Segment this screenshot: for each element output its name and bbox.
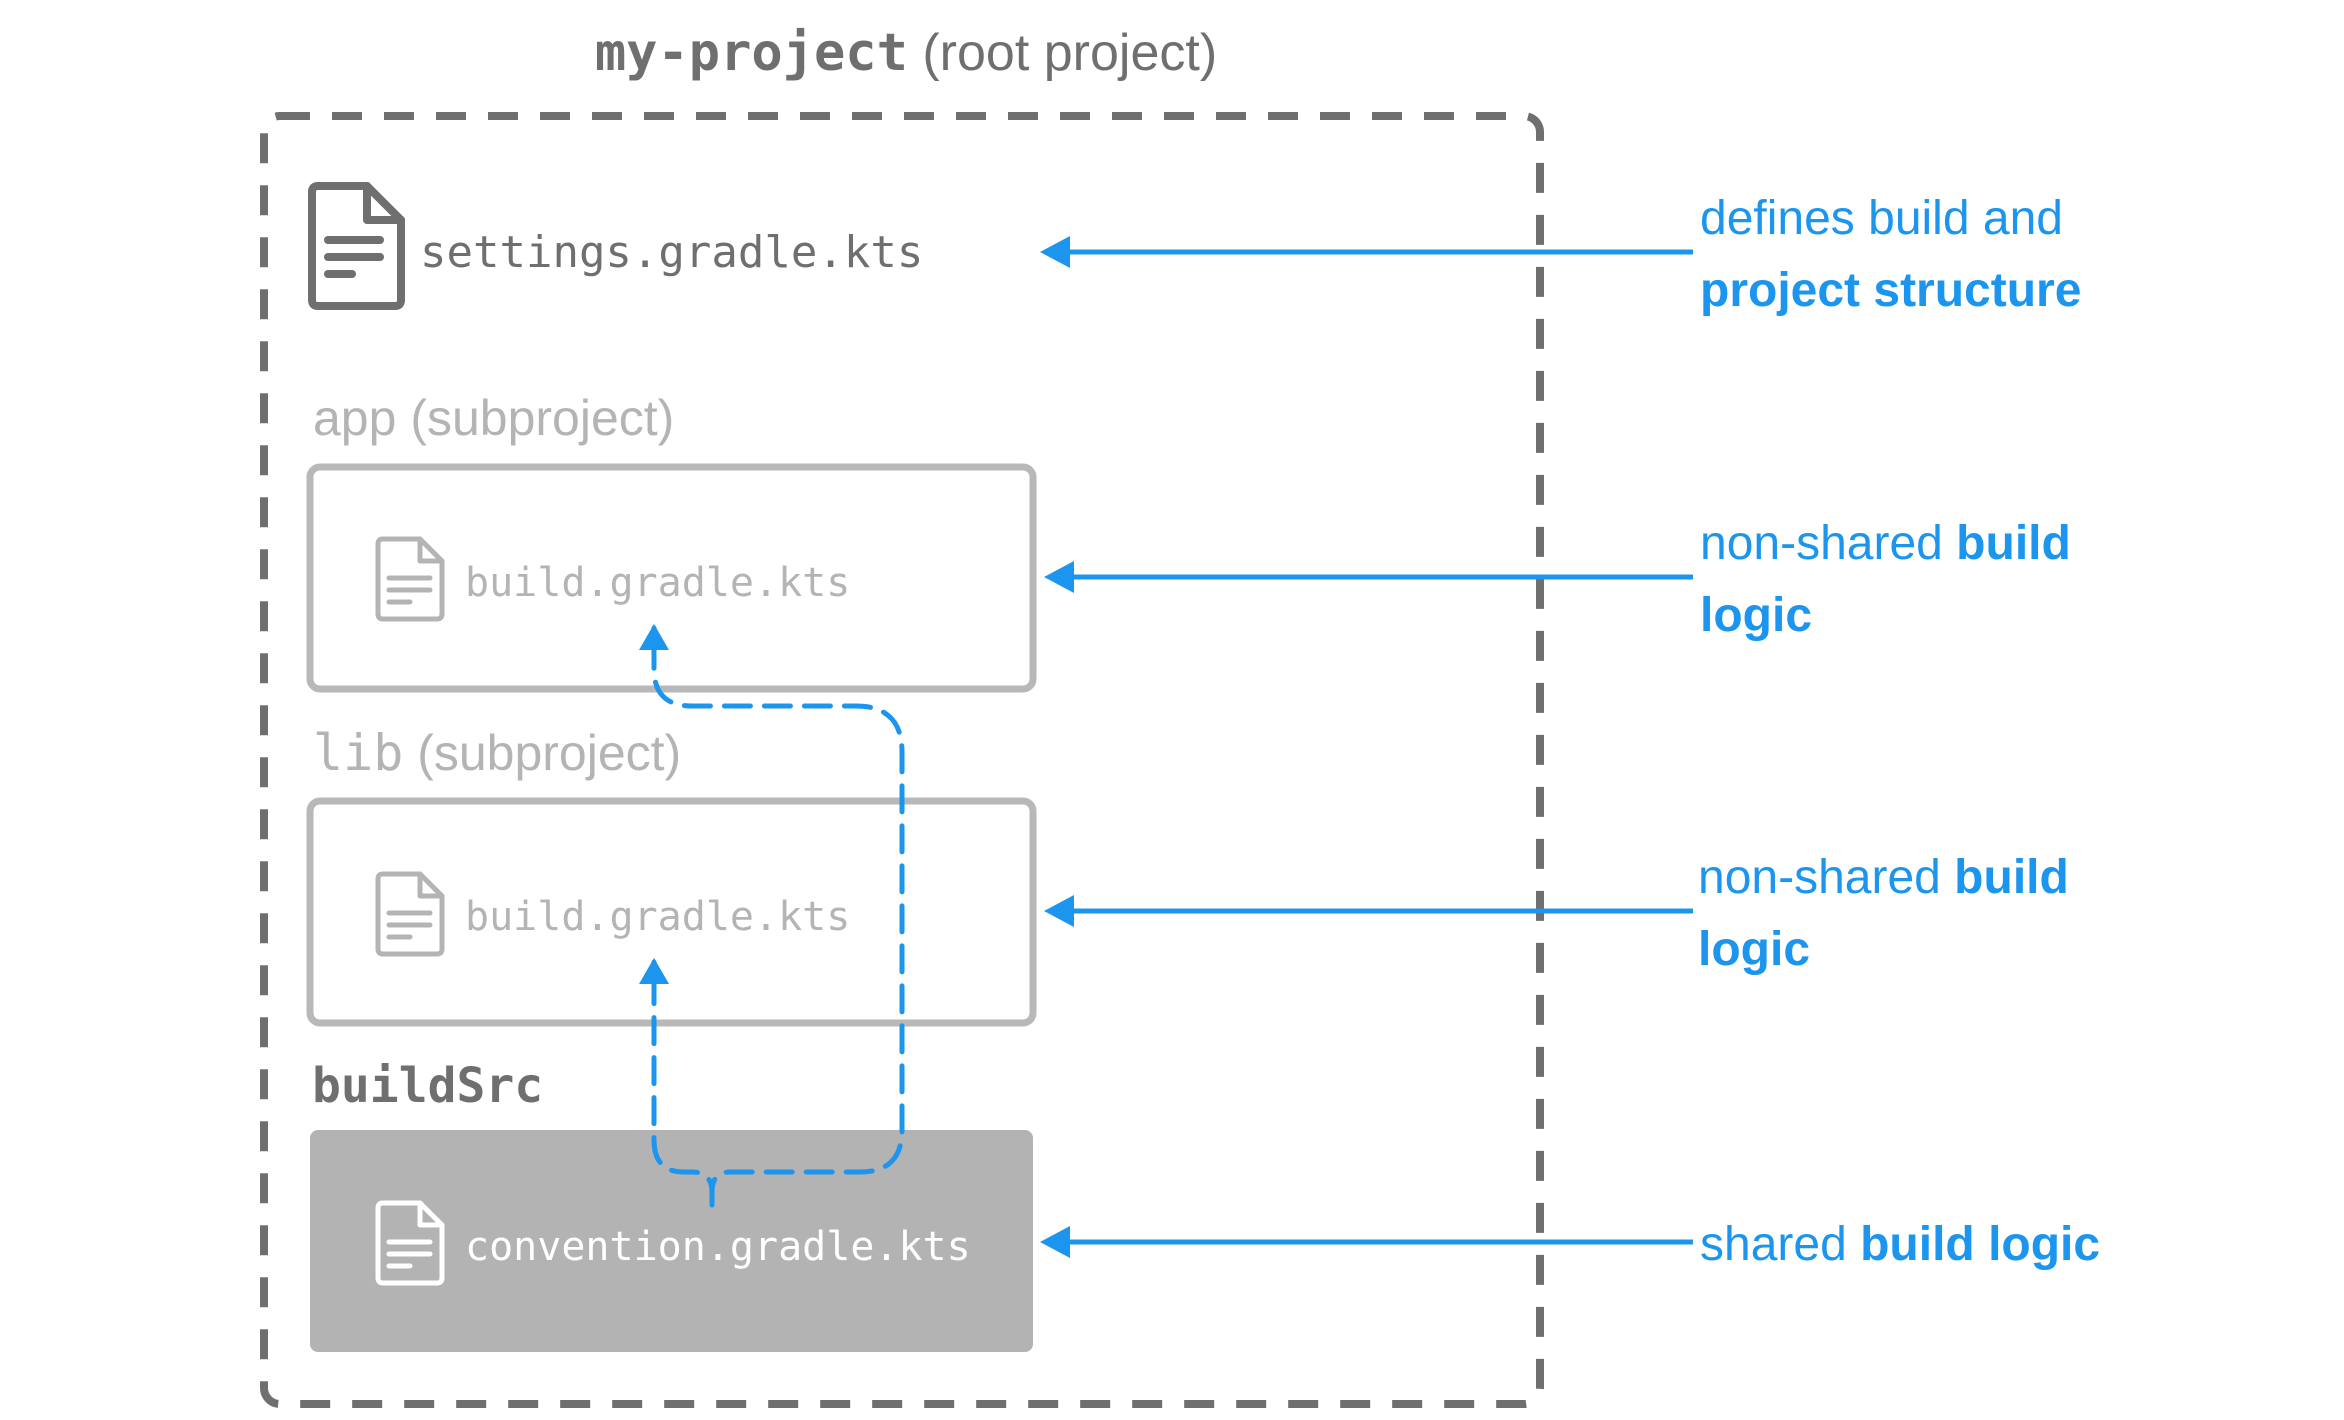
app-annotation-line2: logic bbox=[1700, 589, 1812, 642]
lib-annotation-regular: non-shared bbox=[1698, 851, 1954, 904]
app-subproject-box bbox=[306, 463, 1037, 693]
app-subproject-name: app bbox=[313, 390, 396, 446]
convention-file-icon bbox=[375, 1200, 445, 1286]
app-annotation-regular: non-shared bbox=[1700, 517, 1956, 570]
app-annotation-line1: non-shared build bbox=[1700, 517, 2071, 570]
app-build-file-icon bbox=[375, 536, 445, 622]
convention-to-app-dependency-arrow bbox=[651, 625, 905, 1208]
lib-annotation-bold: build bbox=[1954, 851, 2069, 904]
lib-build-file-label: build.gradle.kts bbox=[465, 894, 850, 940]
buildsrc-annotation-arrow bbox=[1040, 1226, 1693, 1258]
root-project-suffix: (root project) bbox=[908, 24, 1217, 82]
root-project-name: my-project bbox=[595, 23, 908, 83]
buildsrc-annotation-bold: build logic bbox=[1860, 1218, 2100, 1271]
convention-file-label: convention.gradle.kts bbox=[465, 1224, 971, 1270]
app-build-file-label: build.gradle.kts bbox=[465, 560, 850, 606]
app-annotation-bold: build bbox=[1956, 517, 2071, 570]
settings-annotation-arrow bbox=[1040, 236, 1693, 268]
lib-annotation-arrow bbox=[1044, 895, 1693, 927]
lib-subproject-suffix: (subproject) bbox=[403, 725, 681, 781]
lib-annotation-line2: logic bbox=[1698, 923, 1810, 976]
settings-annotation-line1: defines build and bbox=[1700, 192, 2063, 245]
root-project-container bbox=[260, 112, 1544, 1408]
app-annotation-arrow bbox=[1044, 561, 1693, 593]
root-project-title: my-project (root project) bbox=[595, 23, 1217, 83]
convention-to-lib-dependency-arrow bbox=[651, 959, 715, 1208]
settings-annotation-line2: project structure bbox=[1700, 264, 2081, 317]
settings-file-label: settings.gradle.kts bbox=[420, 227, 923, 278]
lib-subproject-name: lib bbox=[313, 724, 403, 782]
lib-subproject-title: lib (subproject) bbox=[313, 724, 681, 782]
lib-annotation-line1: non-shared build bbox=[1698, 851, 2069, 904]
buildsrc-title: buildSrc bbox=[312, 1058, 543, 1114]
lib-subproject-box bbox=[306, 797, 1037, 1027]
buildsrc-annotation: shared build logic bbox=[1700, 1218, 2100, 1271]
settings-file-icon bbox=[308, 182, 405, 310]
lib-build-file-icon bbox=[375, 871, 445, 957]
buildsrc-box bbox=[310, 1130, 1033, 1352]
buildsrc-annotation-regular: shared bbox=[1700, 1218, 1860, 1271]
app-subproject-suffix: (subproject) bbox=[396, 390, 674, 446]
app-subproject-title: app (subproject) bbox=[313, 390, 674, 446]
app-dependency-arrowhead bbox=[639, 624, 669, 650]
lib-dependency-arrowhead bbox=[639, 958, 669, 984]
